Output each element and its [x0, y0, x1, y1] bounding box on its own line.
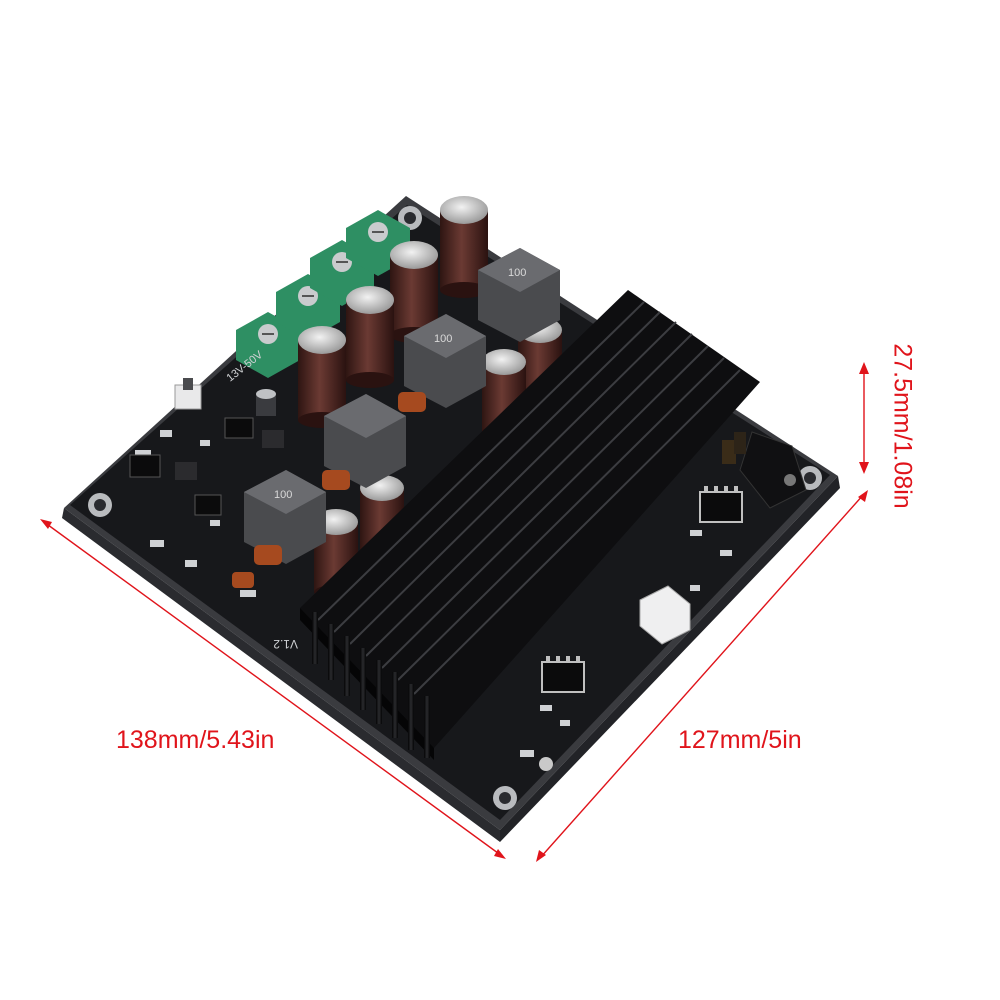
film-capacitor — [232, 572, 254, 588]
length-dimension-arrow — [40, 519, 506, 859]
heatsink — [300, 290, 760, 760]
heatsink-fins — [317, 301, 741, 695]
inductor: 100 — [244, 470, 326, 564]
inductor: 100 — [478, 248, 560, 342]
inductor-marking: 100 — [434, 333, 452, 345]
opamp-chips — [541, 486, 743, 693]
small-capacitor — [256, 389, 276, 416]
film-capacitors — [232, 392, 426, 588]
capacitor — [298, 326, 346, 428]
inductor-marking: 100 — [508, 267, 526, 279]
film-capacitor — [254, 545, 282, 565]
dip-chip — [699, 486, 743, 523]
inductor — [324, 394, 406, 488]
capacitor — [390, 241, 438, 343]
screw-terminal — [236, 312, 300, 378]
power-led — [539, 757, 553, 771]
fin-edges — [312, 612, 430, 758]
dimension-lines — [40, 362, 869, 862]
length-dimension-label: 138mm/5.43in — [116, 726, 275, 754]
power-inductors: 100 100 100 — [244, 248, 560, 564]
version-marking: V1.2 — [273, 637, 298, 651]
height-dimension-arrow — [859, 362, 869, 474]
height-dimension-label: 27.5mm/1.08in — [888, 343, 917, 509]
inductor: 100 — [404, 314, 486, 408]
film-capacitor — [398, 392, 426, 412]
audio-jack — [722, 431, 807, 509]
inductor-marking: 100 — [274, 489, 292, 501]
ic-chips — [129, 417, 284, 516]
width-dimension-arrow — [536, 490, 868, 862]
capacitor — [346, 286, 394, 388]
input-connector — [639, 585, 691, 645]
dip-chip — [541, 656, 585, 693]
width-dimension-label: 127mm/5in — [678, 726, 802, 754]
film-capacitor — [322, 470, 350, 490]
slide-switch — [174, 378, 202, 410]
